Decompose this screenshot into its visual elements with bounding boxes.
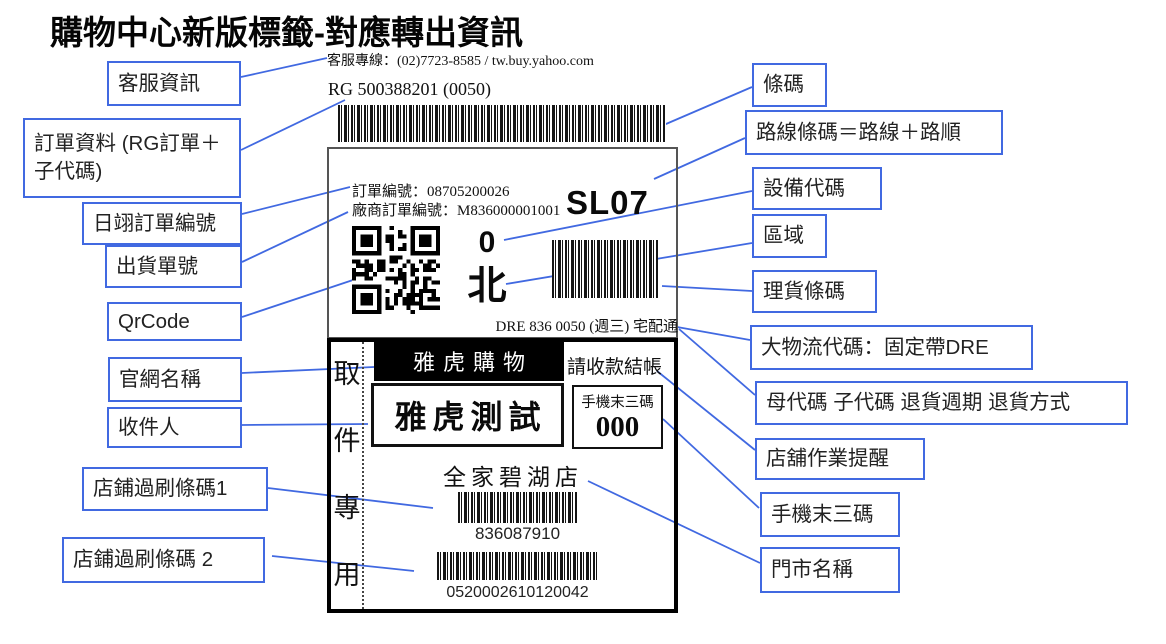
route-code-text: SL07 xyxy=(566,184,649,221)
store-barcode-1 xyxy=(458,492,577,523)
callout-parent-child-code: 母代碼 子代碼 退貨週期 退貨方式 xyxy=(755,381,1128,425)
store-barcode-1-text: 836087910 xyxy=(474,524,561,543)
callout-label: QrCode xyxy=(118,309,190,333)
region-text: 北 xyxy=(467,265,507,308)
callout-route-barcode: 路線條碼＝路線＋路順 xyxy=(745,110,1003,155)
callout-label: 條碼 xyxy=(763,73,804,97)
phone-last3-value: 000 xyxy=(595,411,640,444)
callout-label: 客服資訊 xyxy=(118,71,200,95)
store-barcode-2 xyxy=(437,552,598,580)
qr-code xyxy=(352,226,440,314)
callout-tally-barcode: 理貨條碼 xyxy=(752,270,877,313)
callout-customer-service-info: 客服資訊 xyxy=(107,61,241,106)
callout-label: 理貨條碼 xyxy=(763,279,845,303)
service-line-text: 客服專線：(02)7723-8585 / tw.buy.yahoo.com xyxy=(327,54,594,69)
callout-store-scan-barcode-2: 店鋪過刷條碼 2 xyxy=(62,537,265,583)
callout-site-name: 官網名稱 xyxy=(108,357,242,402)
callout-shipping-no: 出貨單號 xyxy=(105,245,242,288)
callout-label: 店舖作業提醒 xyxy=(766,447,889,471)
device-code-text: 0 xyxy=(478,226,496,259)
callout-region: 區域 xyxy=(752,214,827,258)
callout-label: 手機末三碼 xyxy=(771,502,874,526)
callout-logistics-code: 大物流代碼：固定帶DRE xyxy=(750,325,1033,370)
order-no-text: 訂單編號：08705200026 xyxy=(352,184,510,200)
callout-label: 出貨單號 xyxy=(116,254,198,278)
phone-box: 手機末三碼 000 xyxy=(572,385,663,449)
callout-order-data: 訂單資料 (RG訂單＋子代碼) xyxy=(23,118,241,198)
recipient-box: 雅虎測試 xyxy=(371,383,564,447)
callout-label: 訂單資料 (RG訂單＋子代碼) xyxy=(34,132,221,183)
callout-recipient: 收件人 xyxy=(107,407,242,448)
connector-line xyxy=(678,328,756,396)
callout-store-operation-reminder: 店舖作業提醒 xyxy=(755,438,925,480)
callout-label: 設備代碼 xyxy=(763,176,845,200)
connector-line xyxy=(676,326,751,341)
site-name-banner: 雅虎購物 xyxy=(374,341,564,381)
pickup-char: 件 xyxy=(333,426,361,456)
payment-note: 請收款結帳 xyxy=(567,357,663,378)
phone-label: 手機末三碼 xyxy=(581,395,654,412)
callout-label: 日翊訂單編號 xyxy=(93,211,216,235)
callout-label: 收件人 xyxy=(118,415,180,439)
callout-riyi-order-no: 日翊訂單編號 xyxy=(82,202,242,245)
callout-device-code: 設備代碼 xyxy=(752,167,882,210)
order-barcode xyxy=(338,105,666,142)
shipping-label-box xyxy=(327,338,678,613)
page-title: 購物中心新版標籤-對應轉出資訊 xyxy=(50,14,523,51)
callout-label: 店鋪過刷條碼 2 xyxy=(73,548,214,572)
callout-barcode: 條碼 xyxy=(752,63,827,107)
logistics-line-text: DRE 836 0050 (週三) 宅配通 xyxy=(495,319,679,335)
connector-line xyxy=(240,99,346,151)
callout-label: 區域 xyxy=(763,224,804,248)
callout-phone-last3: 手機末三碼 xyxy=(760,492,900,537)
callout-qrcode: QrCode xyxy=(107,302,242,341)
pickup-char: 用 xyxy=(333,560,361,590)
pickup-char: 取 xyxy=(333,359,361,389)
callout-label: 路線條碼＝路線＋路順 xyxy=(756,120,961,144)
callout-label: 母代碼 子代碼 退貨週期 退貨方式 xyxy=(766,391,1071,415)
callout-label: 店鋪過刷條碼1 xyxy=(93,477,228,501)
rg-order-text: RG 500388201 (0050) xyxy=(328,79,491,99)
callout-label: 官網名稱 xyxy=(119,367,201,391)
callout-store-scan-barcode-1: 店鋪過刷條碼1 xyxy=(82,467,268,511)
store-barcode-2-text: 0520002610120042 xyxy=(446,584,589,601)
tally-barcode xyxy=(552,240,658,298)
pickup-char: 專 xyxy=(333,493,361,523)
connector-line xyxy=(240,57,328,78)
callout-label: 門市名稱 xyxy=(771,558,853,582)
vendor-order-no-text: 廠商訂單編號：M836000001001 xyxy=(352,203,561,219)
pickup-strip: 取 件 專 用 xyxy=(331,344,363,606)
pickup-divider xyxy=(362,342,364,609)
callout-label: 大物流代碼：固定帶DRE xyxy=(761,335,989,359)
connector-line xyxy=(658,86,753,128)
store-name-text: 全家碧湖店 xyxy=(443,465,583,490)
callout-store-name: 門市名稱 xyxy=(760,547,900,593)
